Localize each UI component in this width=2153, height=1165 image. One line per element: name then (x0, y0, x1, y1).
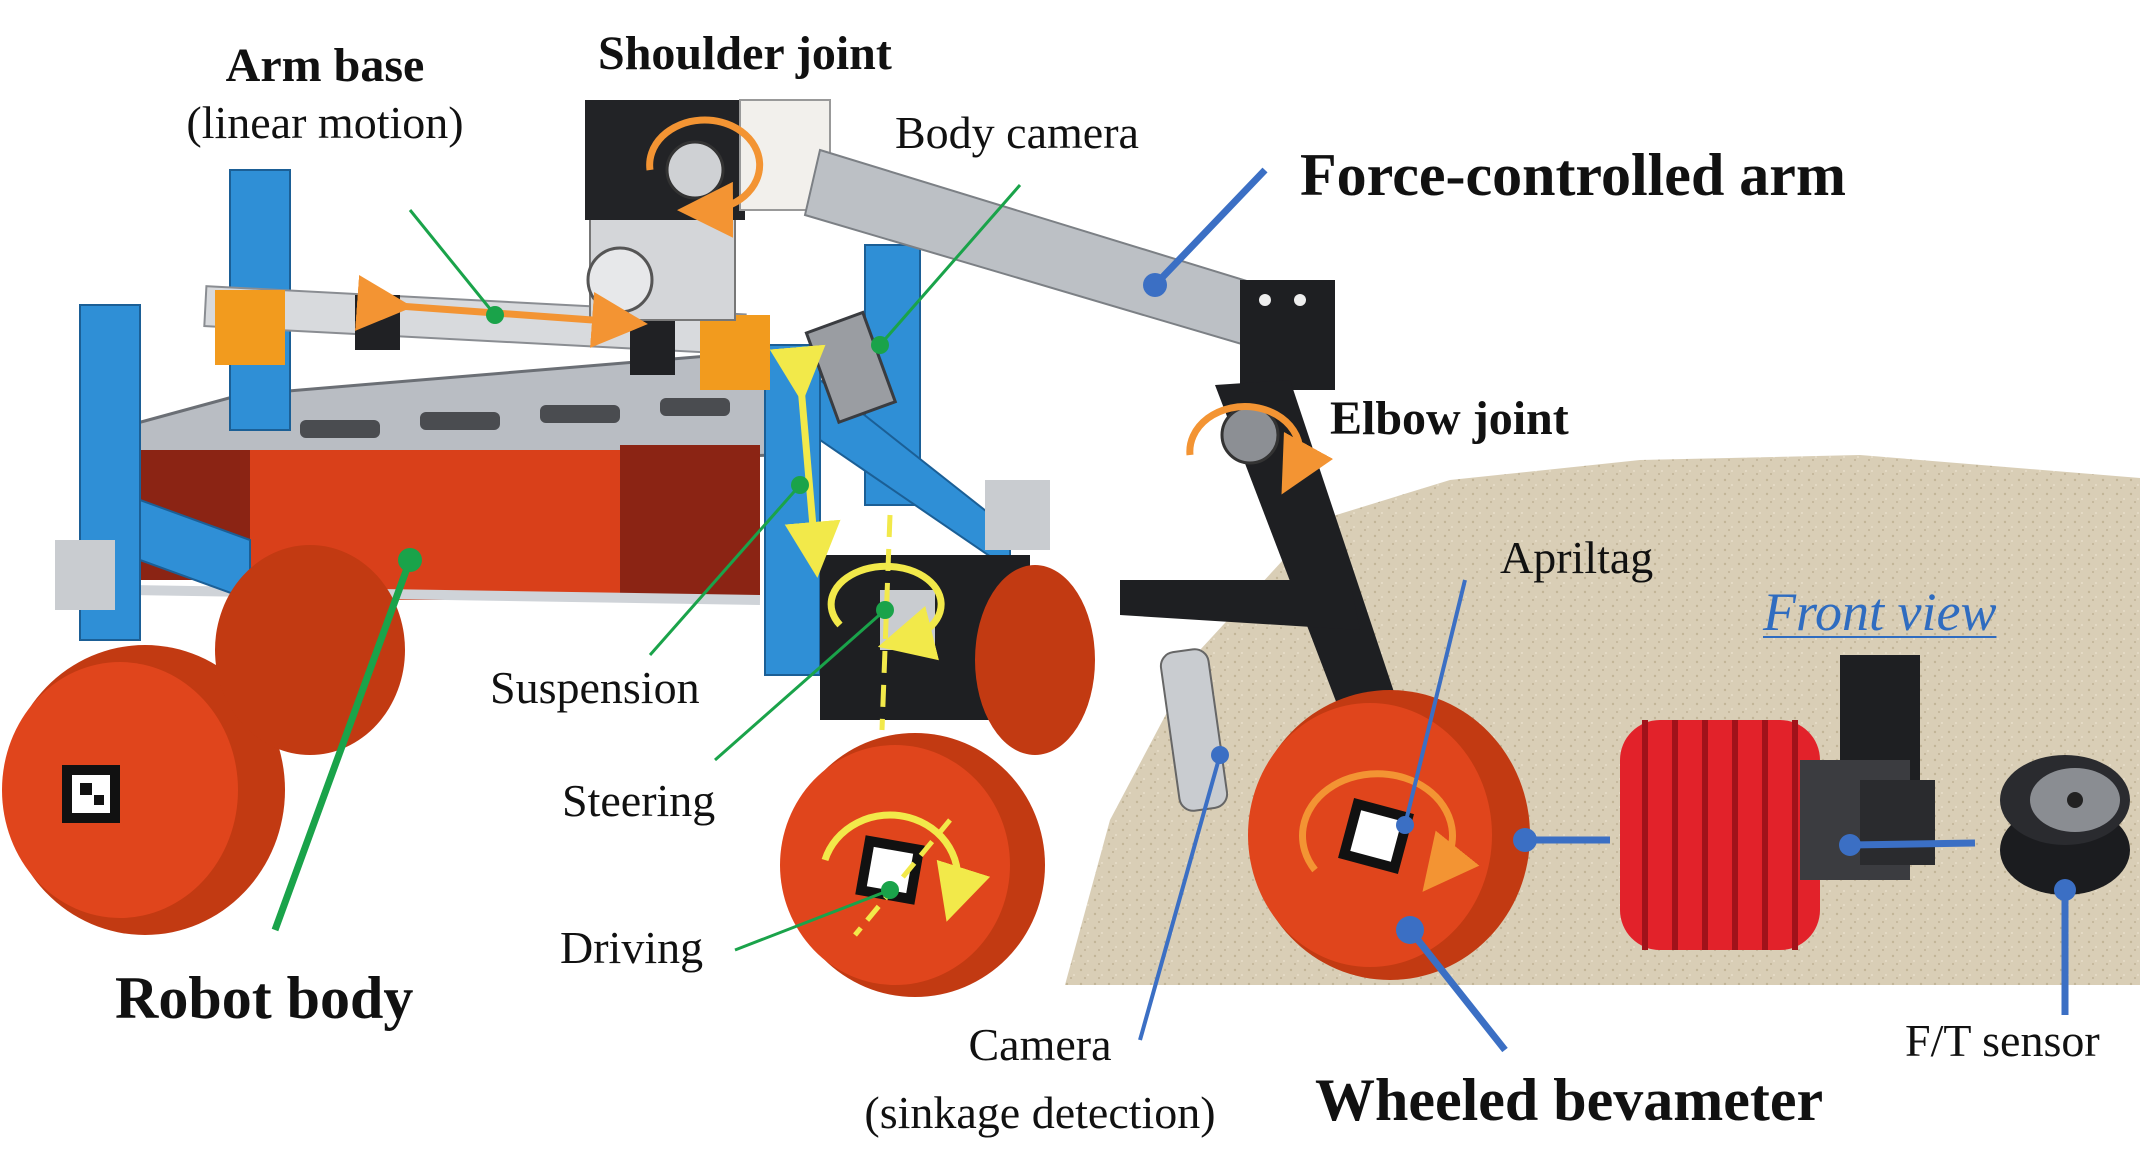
ft-sensor-unit (2000, 755, 2130, 895)
label-elbow-joint: Elbow joint (1330, 392, 1569, 445)
body-box-right (620, 445, 760, 595)
bevameter-bracket (1120, 580, 1360, 630)
label-ft-sensor: F/T sensor (1905, 1015, 2100, 1066)
label-camera-note: (sinkage detection) (864, 1087, 1216, 1138)
leader-driving (734, 888, 891, 952)
label-driving: Driving (560, 922, 704, 973)
label-suspension: Suspension (490, 662, 700, 713)
leader-robot-body (271, 558, 414, 932)
rail-carriage-left (215, 290, 285, 365)
motion-arrows (355, 116, 1480, 937)
leader-body-camera (878, 184, 1022, 346)
leader-steering (714, 608, 886, 762)
leader-ft-internal (1849, 839, 1976, 849)
label-robot-body: Robot body (115, 965, 414, 1031)
label-steering: Steering (562, 775, 716, 826)
label-arm-base-note: (linear motion) (186, 97, 464, 148)
elbow-block (1240, 280, 1335, 390)
green-leaders (271, 184, 1022, 952)
label-arm-base: Arm base (225, 39, 425, 92)
label-body-camera: Body camera (895, 107, 1139, 158)
front-view-inset (1620, 655, 2130, 950)
rear-wheel (2, 645, 285, 935)
steering-rotation-arrow (827, 562, 945, 661)
suspension-arrow (769, 344, 841, 578)
leader-apriltag (1403, 579, 1467, 826)
label-apriltag: Apriltag (1500, 532, 1654, 583)
leader-camera (1138, 754, 1222, 1041)
driving-axis (853, 818, 952, 937)
label-shoulder-joint: Shoulder joint (598, 27, 892, 80)
label-wheeled-bevameter: Wheeled bevameter (1315, 1067, 1824, 1133)
steering-axis (879, 514, 893, 731)
bevameter-wheel (1248, 690, 1530, 980)
elbow-rotation-arrow (1186, 403, 1334, 495)
blue-leader-dots (1143, 273, 2076, 944)
label-camera: Camera (968, 1019, 1112, 1070)
green-leader-dots (398, 306, 899, 899)
forearm-link (1215, 380, 1400, 725)
leader-arm-base (408, 209, 497, 316)
label-front-view: Front view (1763, 582, 1997, 642)
rail-carriage-right (700, 315, 770, 390)
label-force-controlled-arm: Force-controlled arm (1300, 142, 1846, 208)
shoulder-rotation-arrow (646, 116, 764, 238)
steering-wheel-rear (975, 565, 1095, 755)
driving-rotation-arrow (821, 811, 991, 922)
leader-wheeled-bevameter (1407, 927, 1508, 1053)
leader-force-arm (1152, 167, 1268, 288)
bevameter-rotation-arrow (1299, 770, 1480, 892)
blue-leaders (1138, 167, 2069, 1053)
front-view-wheel (1620, 720, 1820, 950)
leader-suspension (648, 484, 802, 656)
